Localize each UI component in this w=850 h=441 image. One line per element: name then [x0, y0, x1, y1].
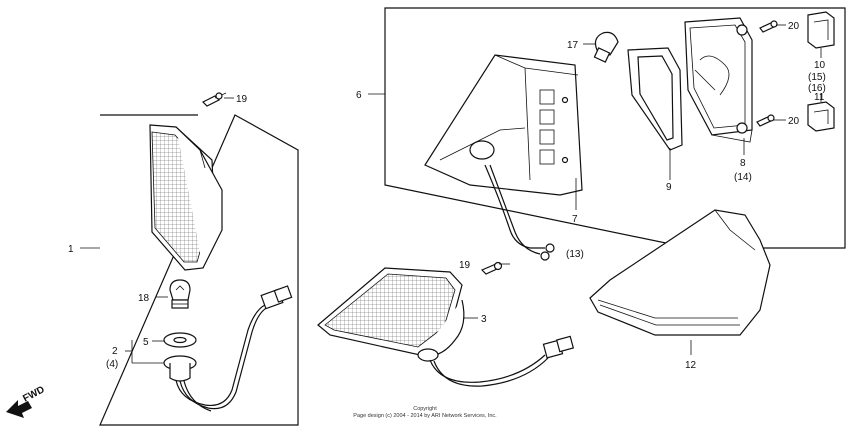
callout-18: 18 — [138, 293, 150, 304]
screw-20-lower — [756, 114, 775, 127]
callout-20-lower: 20 — [788, 116, 800, 127]
copyright-line-1: Copyright — [413, 406, 437, 412]
forward-arrow-icon — [6, 400, 32, 418]
clip-10 — [807, 11, 835, 49]
bulb-17 — [593, 31, 619, 63]
screw-20-upper — [759, 20, 778, 33]
callout-10-alt-b: (16) — [808, 83, 826, 94]
callout-5: 5 — [143, 337, 149, 348]
gasket-9 — [627, 47, 683, 151]
group-box-right — [384, 7, 846, 249]
copyright-line-2: Page design (c) 2004 - 2014 by ARI Netwo… — [353, 413, 497, 419]
callout-6: 6 — [356, 90, 362, 101]
clip-11 — [807, 101, 835, 132]
callout-9: 9 — [666, 182, 672, 193]
forward-direction-indicator: FWD — [6, 384, 47, 418]
callout-2-alt: (4) — [106, 359, 118, 370]
reflector-lens-3 — [317, 267, 575, 387]
bulb-18 — [169, 279, 191, 309]
callout-10-alt-a: (15) — [808, 72, 826, 83]
housing-cover-12 — [589, 209, 771, 336]
callout-12: 12 — [685, 360, 697, 371]
lens-unit-8 — [684, 17, 753, 143]
callout-3: 3 — [481, 314, 487, 325]
leader-lines — [80, 24, 822, 364]
callout-8-alt: (14) — [734, 172, 752, 183]
callout-20-upper: 20 — [788, 21, 800, 32]
callout-10: 10 — [814, 60, 826, 71]
callout-7-alt: (13) — [566, 249, 584, 260]
callout-17: 17 — [567, 40, 579, 51]
screw-19-upper — [201, 92, 227, 107]
callout-2: 2 — [112, 346, 118, 357]
side-lamp-assembly-left — [149, 124, 223, 271]
screw-19-lower — [480, 261, 503, 275]
callout-1: 1 — [68, 244, 74, 255]
callout-11: 11 — [814, 92, 825, 103]
callout-7: 7 — [572, 214, 578, 225]
gasket-5 — [163, 332, 197, 348]
socket-harness-2 — [163, 285, 293, 412]
housing-base-6 — [424, 54, 583, 261]
callout-8: 8 — [740, 158, 746, 169]
group-box-left — [99, 114, 299, 426]
callout-19-lower: 19 — [459, 260, 471, 271]
callout-19-upper: 19 — [236, 94, 248, 105]
forward-label: FWD — [21, 384, 46, 404]
